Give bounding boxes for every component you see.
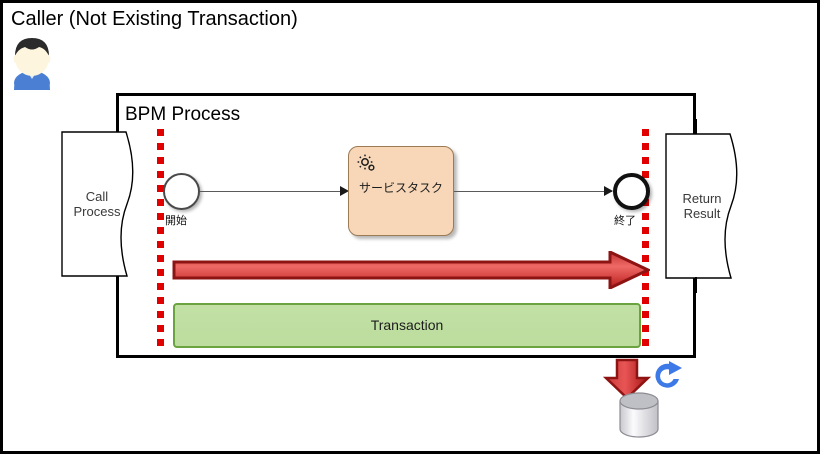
return-result-label: Return Result xyxy=(682,191,722,221)
sequence-flow-start-to-task xyxy=(200,191,342,192)
page-title: Caller (Not Existing Transaction) xyxy=(11,8,298,30)
end-event-icon[interactable] xyxy=(613,173,650,210)
end-event-label: 終了 xyxy=(614,215,636,227)
return-result-connector-top xyxy=(695,119,697,135)
call-process-shape[interactable] xyxy=(61,131,139,277)
bpm-process-title: BPM Process xyxy=(125,104,241,125)
service-task-shape[interactable] xyxy=(348,146,454,236)
red-right-arrow-icon xyxy=(172,249,652,291)
red-down-arrow-icon xyxy=(602,358,652,400)
start-event-label: 開始 xyxy=(165,215,187,227)
transaction-bar-label: Transaction xyxy=(370,317,444,333)
gear-icon xyxy=(356,153,376,173)
sequence-flow-task-to-end xyxy=(454,191,612,192)
person-avatar-icon xyxy=(5,34,59,95)
call-process-label: Call Process xyxy=(73,189,121,219)
service-task-label: サービスタスク xyxy=(358,181,443,195)
database-cylinder-icon xyxy=(616,391,662,439)
return-result-connector-bottom xyxy=(695,277,697,293)
sequence-flow-arrowhead-task xyxy=(340,186,349,196)
sequence-flow-arrowhead-end xyxy=(604,186,613,196)
start-event-icon[interactable] xyxy=(163,173,200,210)
transaction-boundary-left-icon xyxy=(157,129,164,351)
return-result-shape[interactable] xyxy=(665,133,743,279)
blue-refresh-icon xyxy=(651,359,685,393)
transaction-boundary-right-icon xyxy=(642,129,649,351)
transaction-bar-shape[interactable] xyxy=(173,303,641,348)
